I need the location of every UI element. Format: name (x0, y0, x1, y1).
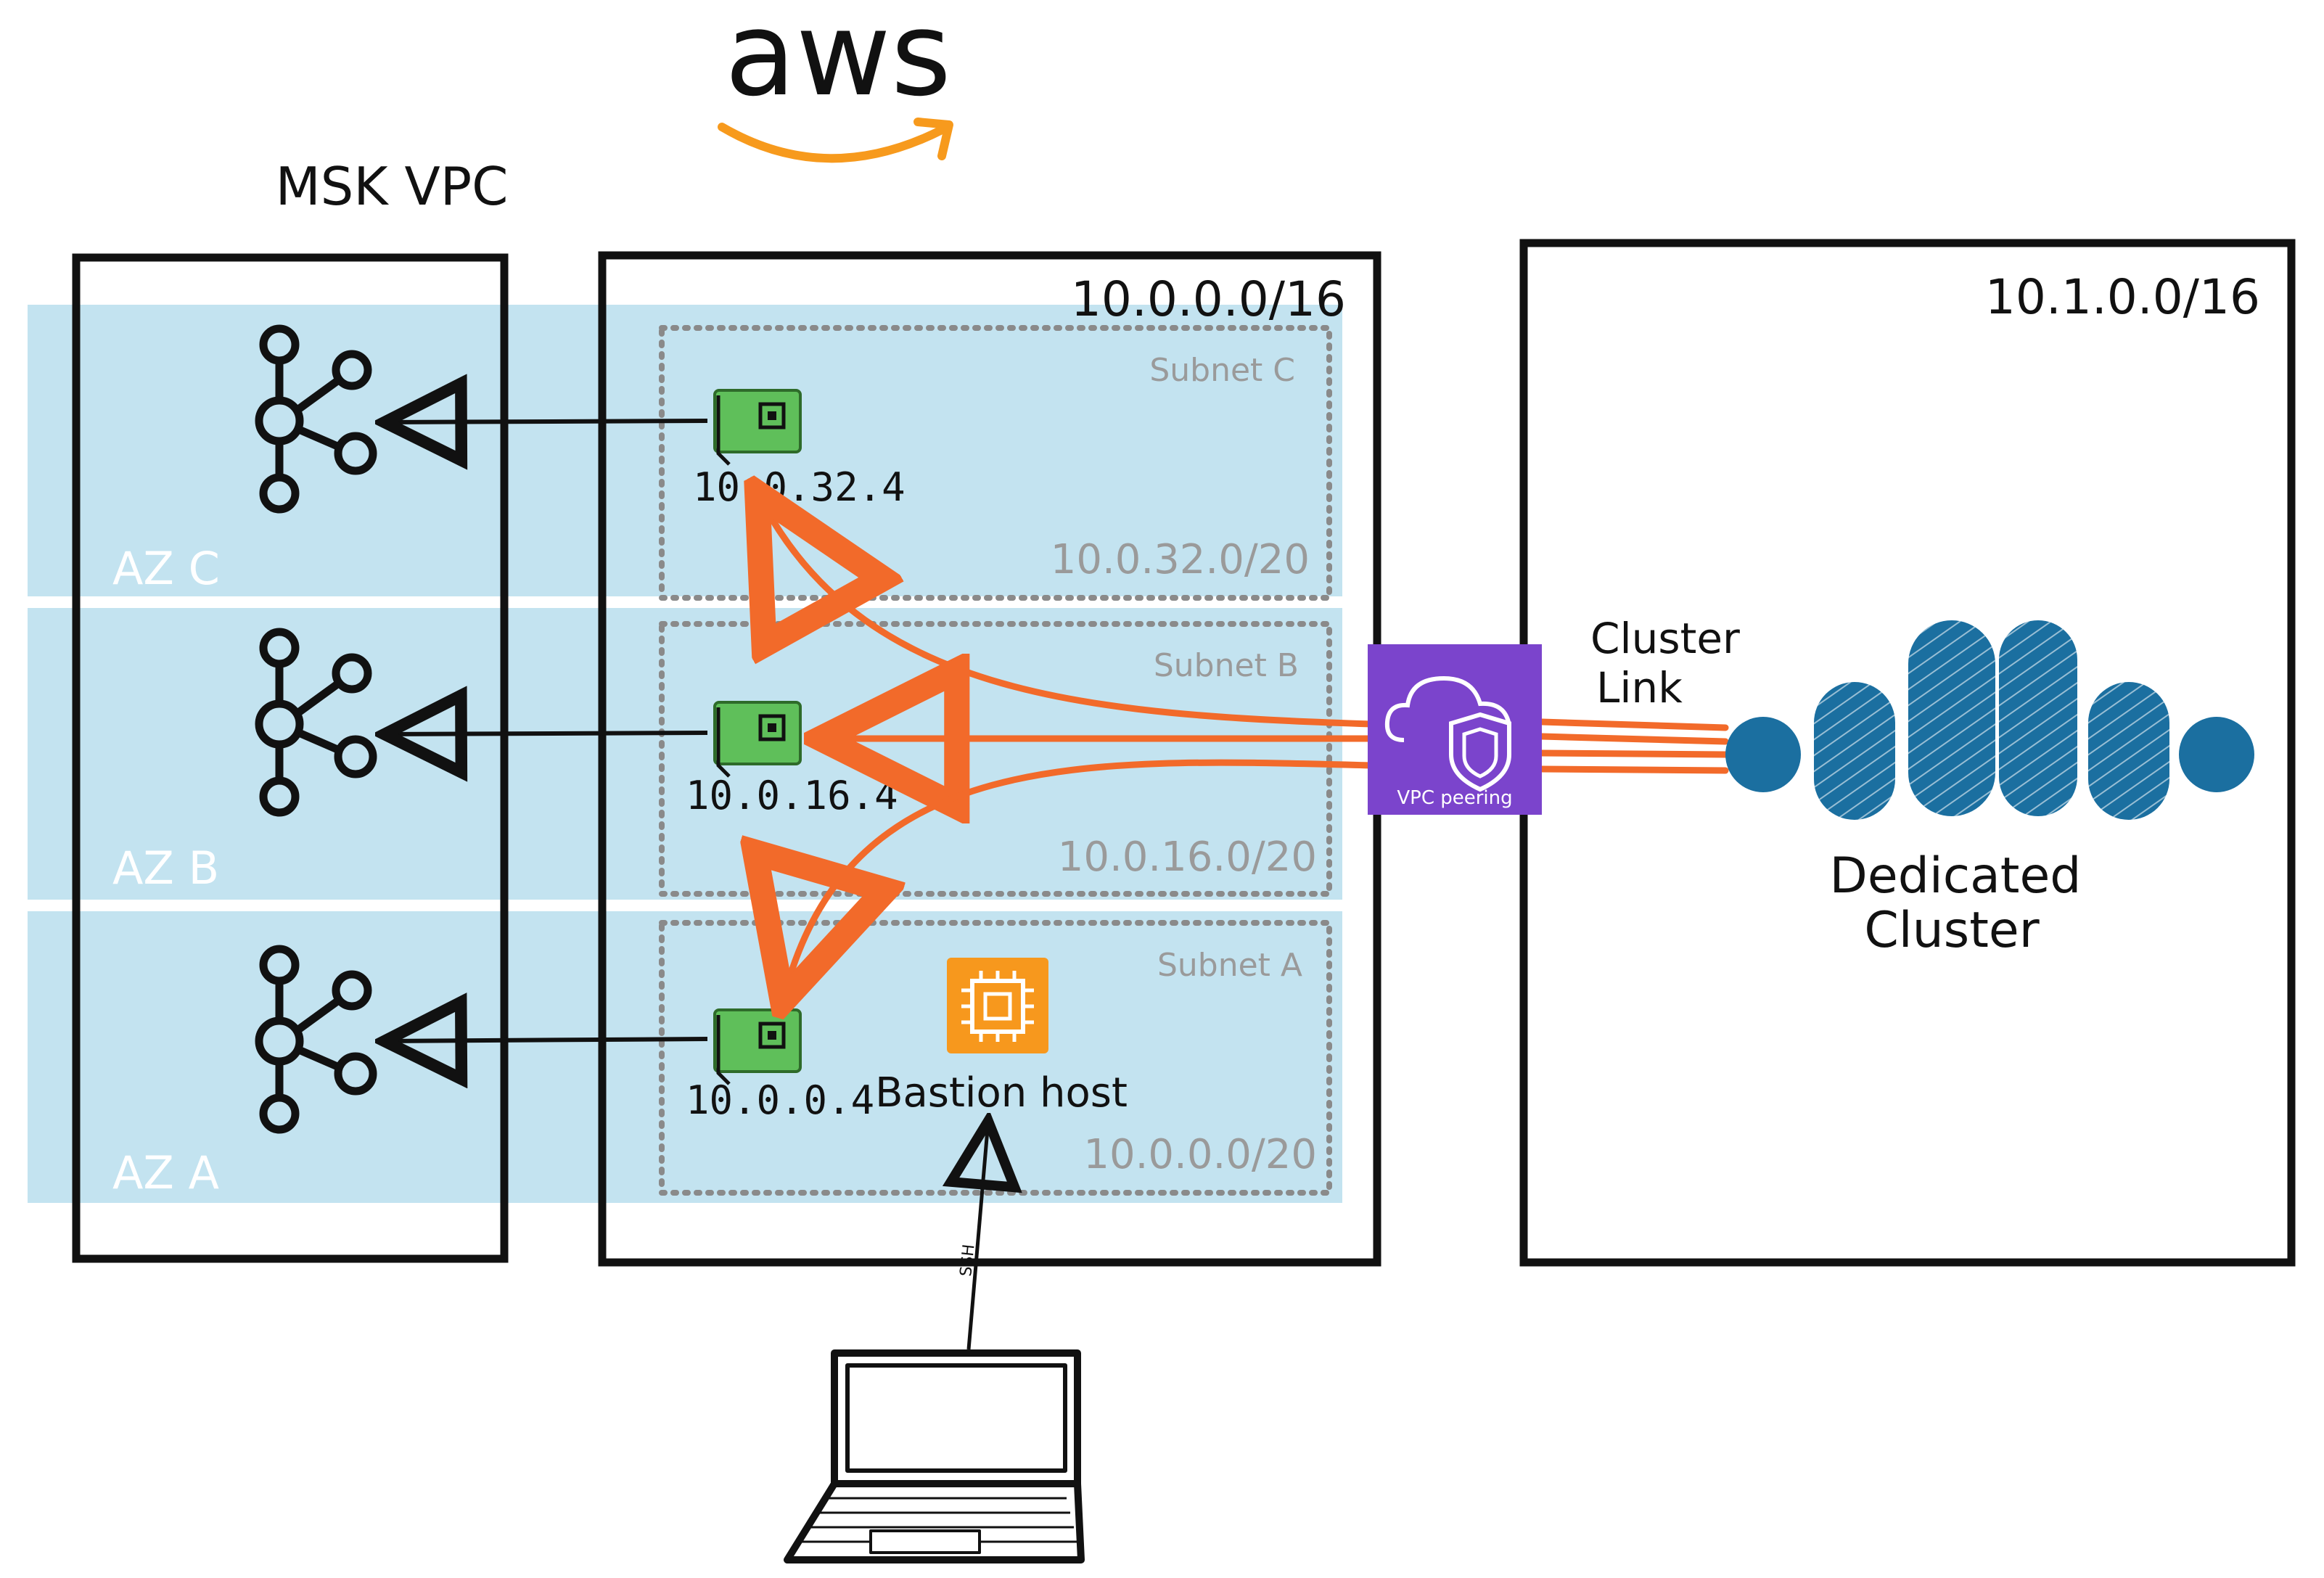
az-a-band (28, 911, 1342, 1203)
kafka-broker-icon-b (255, 628, 377, 817)
dedicated-cluster-label-line2: Cluster (1864, 902, 2039, 959)
confluent-vpc-cidr: 10.1.0.0/16 (1985, 269, 2260, 325)
aws-logo-text: aws (725, 0, 951, 122)
dedicated-cluster-label-line1: Dedicated (1830, 847, 2082, 905)
subnet-c-cidr: 10.0.32.0/20 (1051, 536, 1310, 583)
cluster-link-label-line2: Link (1596, 663, 1683, 712)
eni-ip-c: 10.0.32.4 (693, 464, 906, 510)
peering-arrow-subnet-a (787, 759, 1375, 985)
subnet-b-box (659, 621, 1332, 897)
bastion-host-icon (947, 958, 1048, 1053)
az-b-label: AZ B (112, 842, 219, 895)
ssh-arrow (969, 1121, 988, 1350)
subnets: Subnet C Subnet B Subnet A 10.0.32.0/20 … (659, 325, 1332, 1196)
msk-vpc-box (72, 253, 509, 1263)
cluster-link-label-line1: Cluster (1590, 614, 1740, 663)
eni-to-broker-arrow-c (385, 421, 708, 422)
subnet-b-cidr: 10.0.16.0/20 (1058, 834, 1317, 881)
aws-logo: aws (718, 0, 953, 163)
msk-vpc-title: MSK VPC (276, 156, 509, 217)
subnet-c-name: Subnet C (1149, 352, 1295, 389)
kafka-broker-icon-a (255, 945, 377, 1134)
subnet-a-cidr: 10.0.0.0/20 (1083, 1131, 1317, 1178)
eni-icon-c (713, 389, 802, 466)
dedicated-cluster-icon (1725, 620, 2254, 820)
client-vpc-cidr: 10.0.0.0/16 (1071, 271, 1346, 327)
az-bands (28, 305, 1342, 1203)
vpc-peering-icon (1368, 644, 1542, 815)
subnet-a-name: Subnet A (1157, 947, 1302, 984)
az-a-label: AZ A (112, 1146, 219, 1199)
subnet-c-box (659, 325, 1332, 601)
az-c-label: AZ C (112, 542, 220, 595)
eni-to-broker-arrow-a (385, 1039, 708, 1041)
subnet-b-name: Subnet B (1154, 647, 1299, 684)
peering-routes (765, 508, 1729, 985)
eni-icon-a (713, 1008, 802, 1085)
vpc-peering-label: VPC peering (1397, 787, 1512, 809)
kafka-broker-icon-c (255, 324, 377, 514)
aws-smile-icon (718, 123, 948, 163)
eni-icon-b (713, 701, 802, 778)
ssh-label: SSH (957, 1244, 979, 1278)
az-c-band (28, 305, 1342, 596)
eni-ip-b: 10.0.16.4 (686, 773, 898, 818)
bastion-host-label: Bastion host (875, 1069, 1128, 1117)
az-b-band (28, 608, 1342, 900)
laptop-icon (784, 1349, 1085, 1563)
eni-ip-a: 10.0.0.4 (686, 1077, 874, 1123)
eni-to-broker-arrow-b (385, 733, 708, 734)
peering-arrow-subnet-c (765, 508, 1375, 728)
